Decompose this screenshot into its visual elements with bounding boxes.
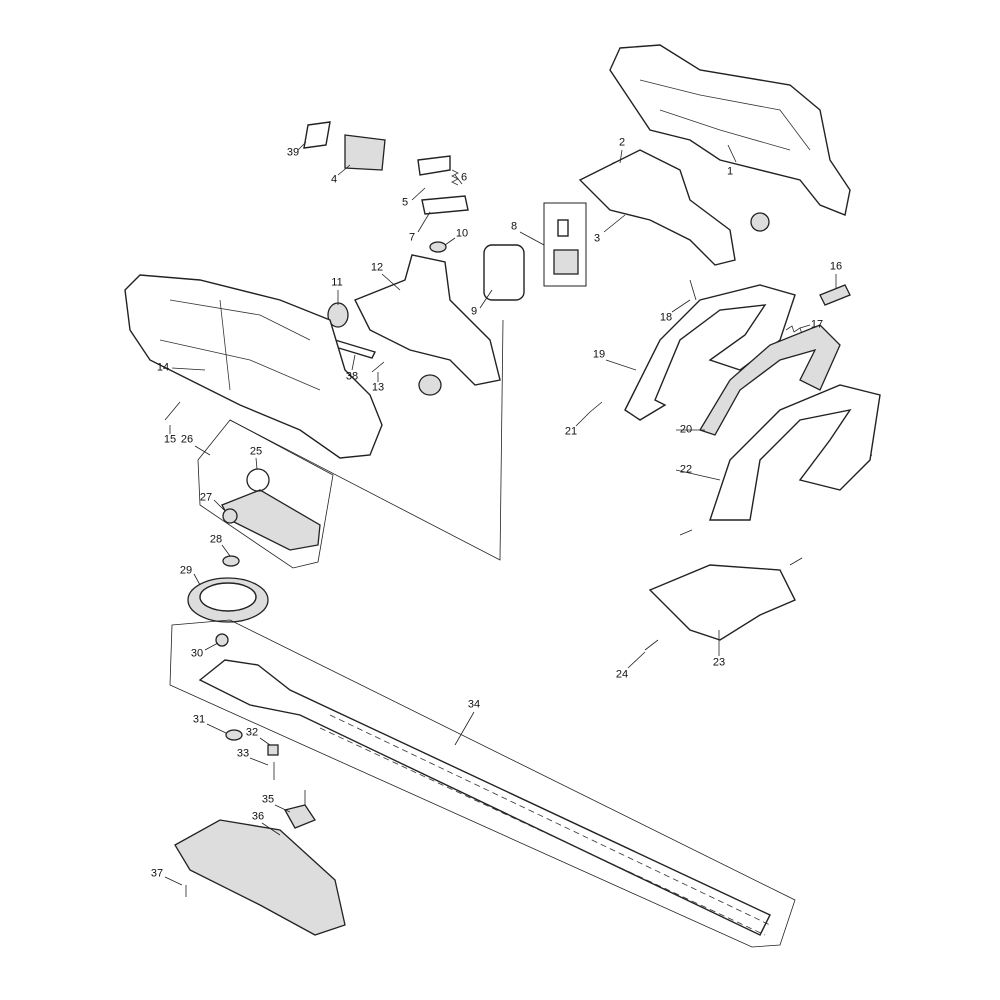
label-26: 26 <box>180 433 194 446</box>
label-20: 20 <box>679 423 693 436</box>
label-29: 29 <box>179 564 193 577</box>
label-10: 10 <box>455 227 469 240</box>
label-1: 1 <box>726 165 734 178</box>
label-27: 27 <box>199 491 213 504</box>
part-28-washer <box>222 555 240 567</box>
label-28: 28 <box>209 533 223 546</box>
label-34: 34 <box>467 698 481 711</box>
part-39-label <box>303 121 331 149</box>
part-34-blade <box>198 659 771 936</box>
label-15: 15 <box>163 433 177 446</box>
part-30-pin <box>215 633 229 647</box>
part-34-assembly-box <box>169 619 796 948</box>
label-23: 23 <box>712 656 726 669</box>
part-5-lever <box>417 155 451 176</box>
label-6: 6 <box>460 171 468 184</box>
label-30: 30 <box>190 647 204 660</box>
part-17-spring <box>785 325 803 335</box>
part-6-spring <box>451 169 459 186</box>
part-16-connector <box>819 284 851 306</box>
part-23-hand-guard <box>648 564 796 641</box>
label-3: 3 <box>593 232 601 245</box>
label-39: 39 <box>286 146 300 159</box>
part-12-motor-housing <box>354 254 501 386</box>
label-24: 24 <box>615 668 629 681</box>
part-14-housing <box>124 274 383 459</box>
part-9-motor <box>483 244 525 301</box>
part-27-bearing <box>222 508 238 524</box>
part-25-oring <box>246 468 270 492</box>
label-11: 11 <box>331 276 343 289</box>
part-7-button <box>421 195 469 215</box>
label-18: 18 <box>659 311 673 324</box>
label-25: 25 <box>249 445 263 458</box>
label-32: 32 <box>245 726 259 739</box>
part-20-handle <box>699 324 841 436</box>
leader-lines <box>164 141 837 886</box>
label-35: 35 <box>261 793 275 806</box>
label-9: 9 <box>470 305 478 318</box>
part-31-washer <box>225 729 243 741</box>
label-19: 19 <box>592 348 606 361</box>
label-14: 14 <box>156 361 170 374</box>
label-33: 33 <box>236 747 250 760</box>
label-16: 16 <box>829 260 843 273</box>
part-4-switch <box>344 134 386 171</box>
label-12: 12 <box>370 261 384 274</box>
label-2: 2 <box>618 136 626 149</box>
part-35-bracket <box>284 804 316 829</box>
label-13: 13 <box>371 381 385 394</box>
label-37: 37 <box>150 867 164 880</box>
label-21: 21 <box>564 425 578 438</box>
label-8: 8 <box>510 220 518 233</box>
part-10-washer <box>429 241 447 253</box>
label-22: 22 <box>679 463 693 476</box>
label-7: 7 <box>408 231 416 244</box>
label-5: 5 <box>401 196 409 209</box>
part-32-spacer <box>267 744 279 756</box>
label-36: 36 <box>251 810 265 823</box>
label-4: 4 <box>330 173 338 186</box>
label-38: 38 <box>345 370 359 383</box>
part-22-handle <box>709 384 881 521</box>
part-3-gear-housing <box>578 149 736 266</box>
part-33-bolt <box>273 762 306 810</box>
part-15-screw <box>164 401 181 421</box>
label-31: 31 <box>192 713 206 726</box>
part-36-cover <box>174 819 346 936</box>
part-26-plate <box>221 489 321 551</box>
label-17: 17 <box>810 318 824 331</box>
